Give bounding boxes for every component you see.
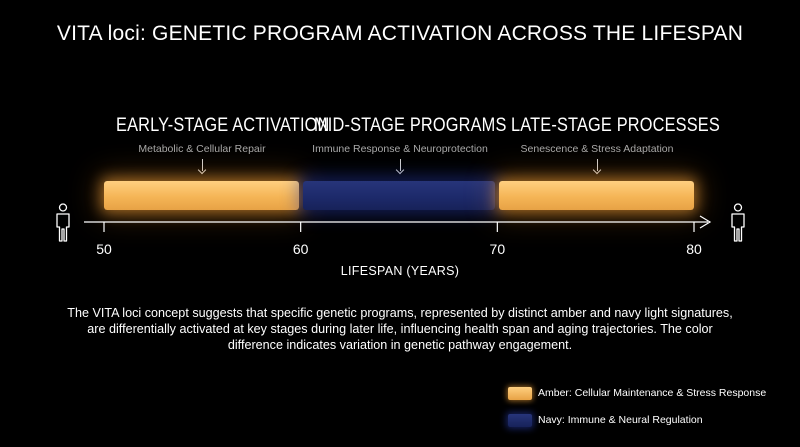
person-icon bbox=[731, 203, 745, 242]
legend-swatch-amber bbox=[508, 386, 532, 400]
description-text: The VITA loci concept suggests that spec… bbox=[67, 306, 733, 352]
activation-bar-early bbox=[104, 181, 299, 210]
tick-label: 60 bbox=[292, 241, 309, 257]
activation-bar-late bbox=[499, 181, 694, 210]
stage-mid: MID-STAGE PROGRAMS Immune Response & Neu… bbox=[300, 115, 507, 175]
stage-heading: LATE-STAGE PROCESSES bbox=[511, 115, 720, 136]
legend-label: Navy: Immune & Neural Regulation bbox=[538, 414, 703, 426]
stage-heading: MID-STAGE PROGRAMS bbox=[314, 115, 507, 136]
tick-label: 70 bbox=[489, 241, 506, 257]
axis-label: LIFESPAN (YEARS) bbox=[340, 264, 460, 278]
stage-early: EARLY-STAGE ACTIVATION Metabolic & Cellu… bbox=[102, 115, 330, 175]
stage-late: LATE-STAGE PROCESSES Senescence & Stress… bbox=[497, 115, 720, 175]
stage-subtitle: Senescence & Stress Adaptation bbox=[520, 143, 674, 155]
legend-swatch-navy bbox=[508, 413, 532, 427]
legend-item-navy: Navy: Immune & Neural Regulation bbox=[508, 410, 766, 430]
page-title: VITA loci: GENETIC PROGRAM ACTIVATION AC… bbox=[56, 22, 744, 45]
stage-subtitle: Metabolic & Cellular Repair bbox=[138, 143, 266, 155]
down-arrow-icon bbox=[395, 159, 405, 175]
stage-subtitle: Immune Response & Neuroprotection bbox=[312, 143, 488, 155]
axis-ticks bbox=[103, 222, 695, 232]
legend-item-amber: Amber: Cellular Maintenance & Stress Res… bbox=[508, 383, 766, 403]
activation-bar-mid bbox=[302, 181, 496, 210]
down-arrow-icon bbox=[197, 159, 207, 175]
stage-heading: EARLY-STAGE ACTIVATION bbox=[116, 115, 330, 136]
legend: Amber: Cellular Maintenance & Stress Res… bbox=[508, 383, 766, 430]
person-icon bbox=[56, 203, 70, 242]
down-arrow-icon bbox=[592, 159, 602, 175]
axis-arrow-icon bbox=[699, 215, 712, 229]
tick-label: 80 bbox=[686, 241, 702, 257]
tick-label: 50 bbox=[96, 241, 112, 257]
legend-label: Amber: Cellular Maintenance & Stress Res… bbox=[538, 387, 767, 399]
